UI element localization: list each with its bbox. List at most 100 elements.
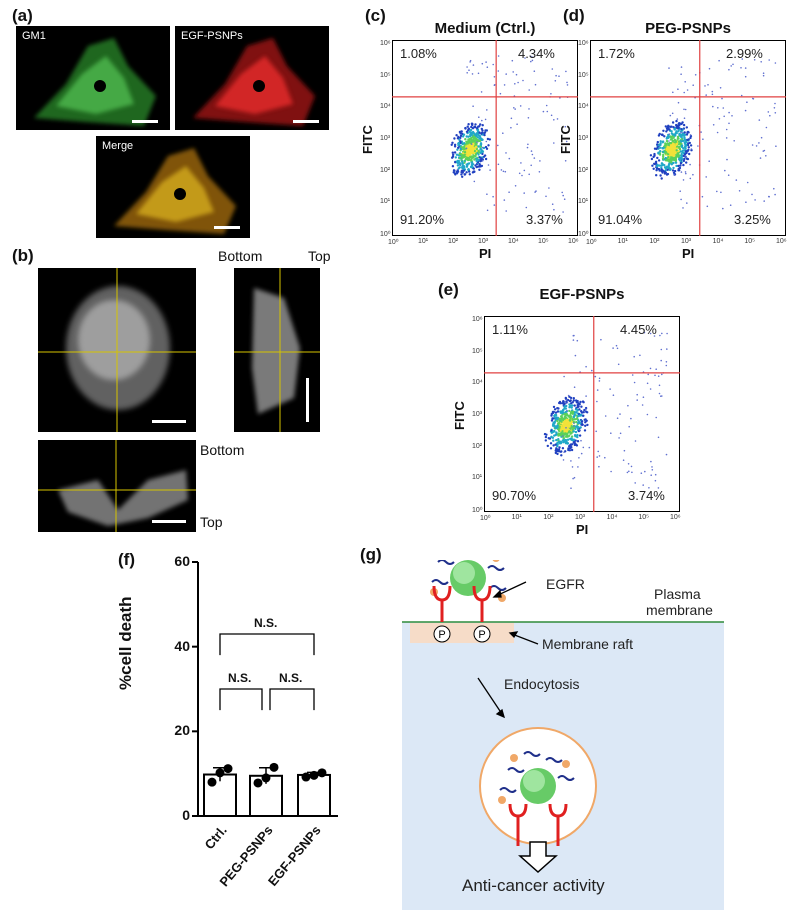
flow-event-dot <box>582 446 585 449</box>
flow-event-dot <box>557 407 560 410</box>
flow-event-dot <box>572 397 575 400</box>
flow-event-dot <box>473 125 476 128</box>
flow-event-dot <box>639 354 641 357</box>
flow-event-dot <box>694 74 697 76</box>
x-axis-title: PI <box>479 246 492 261</box>
flow-event-dot <box>658 164 661 167</box>
flow-event-dot <box>459 147 462 151</box>
flow-event-dot <box>467 135 470 138</box>
flow-event-dot <box>570 435 574 438</box>
y-tick-label: 10¹ <box>472 474 483 482</box>
flow-event-dot <box>516 123 518 125</box>
flow-event-dot <box>683 91 685 94</box>
flow-event-dot <box>628 470 630 473</box>
x-tick-label: 10⁵ <box>744 238 756 245</box>
flow-event-dot <box>665 364 668 367</box>
flow-event-dot <box>671 121 675 124</box>
flow-event-dot <box>468 173 471 176</box>
confocal-yz-view <box>234 268 320 432</box>
flow-event-dot <box>554 80 557 82</box>
flow-event-dot <box>588 446 591 449</box>
flow-event-dot <box>461 175 464 178</box>
flow-event-dot <box>668 140 670 142</box>
flow-event-dot <box>718 59 720 62</box>
flow-event-dot <box>451 151 454 154</box>
flow-event-dot <box>480 91 483 93</box>
x-tick-label: 10⁰ <box>388 239 399 246</box>
flow-event-dot <box>573 418 577 421</box>
flow-event-dot <box>657 436 660 439</box>
flow-event-dot <box>576 339 579 342</box>
flow-event-dot <box>676 124 679 127</box>
label-membrane-raft: Membrane raft <box>542 636 634 652</box>
flow-event-dot <box>554 449 557 452</box>
flow-event-dot <box>586 423 589 427</box>
flow-event-dot <box>473 149 476 153</box>
flow-event-dot <box>663 172 667 175</box>
flow-event-dot <box>689 134 692 136</box>
flow-event-dot <box>483 133 486 137</box>
y-tick-label: 60 <box>174 553 190 569</box>
flow-event-dot <box>533 70 536 72</box>
flow-event-dot <box>642 396 645 398</box>
flow-event-dot <box>565 427 567 429</box>
flow-event-dot <box>773 187 775 190</box>
flow-event-dot <box>725 137 728 139</box>
x-category-label: EGF-PSNPs <box>264 822 324 889</box>
flow-event-dot <box>566 442 569 445</box>
flow-event-dot <box>486 193 488 195</box>
flow-event-dot <box>493 204 496 206</box>
flow-event-dot <box>503 199 506 201</box>
x-tick-label: 10⁶ <box>670 514 681 521</box>
panel-label-b: (b) <box>12 246 34 265</box>
confocal-xz-view <box>38 440 196 532</box>
flow-event-dot <box>531 153 534 156</box>
x-tick-label: 10² <box>649 238 660 245</box>
flow-event-dot <box>733 140 735 142</box>
flow-event-dot <box>722 207 724 210</box>
flow-event-dot <box>575 411 578 414</box>
flow-event-dot <box>656 140 659 144</box>
flow-event-dot <box>673 139 677 142</box>
flow-event-dot <box>591 369 593 372</box>
flow-event-dot <box>758 142 760 144</box>
flow-event-dot <box>560 415 563 419</box>
flow-event-dot <box>655 167 659 170</box>
flow-event-dot <box>469 131 473 134</box>
flow-event-dot <box>562 194 564 197</box>
flow-event-dot <box>473 158 476 161</box>
flow-event-dot <box>568 403 571 406</box>
flow-event-dot <box>582 414 585 417</box>
flow-plot-area <box>590 40 786 236</box>
flow-event-dot <box>546 444 549 448</box>
flow-event-dot <box>774 102 776 105</box>
flow-event-dot <box>530 60 532 63</box>
flow-event-dot <box>465 130 469 133</box>
flow-event-dot <box>689 177 692 180</box>
label-egfr: EGFR <box>546 576 585 592</box>
flow-event-dot <box>610 432 612 434</box>
flow-event-dot <box>667 124 670 128</box>
flow-event-dot <box>725 128 728 131</box>
flow-event-dot <box>664 142 667 145</box>
flow-event-dot <box>653 147 657 150</box>
flow-event-dot <box>689 163 691 166</box>
flow-event-dot <box>678 134 681 137</box>
flow-event-dot <box>685 151 688 155</box>
flow-event-dot <box>578 434 582 437</box>
flow-event-dot <box>711 90 714 93</box>
flow-event-dot <box>556 441 559 445</box>
flow-event-dot <box>475 137 478 141</box>
flow-event-dot <box>514 108 516 110</box>
data-point <box>269 762 279 772</box>
flow-event-dot <box>463 142 466 145</box>
flow-event-dot <box>723 115 725 118</box>
flow-event-dot <box>677 128 681 131</box>
significance-label: N.S. <box>228 671 252 685</box>
flow-event-dot <box>726 158 728 161</box>
flow-event-dot <box>718 118 721 120</box>
flow-event-dot <box>671 169 675 172</box>
flow-event-dot <box>560 454 563 457</box>
flow-event-dot <box>555 438 558 442</box>
flow-event-dot <box>568 434 571 437</box>
